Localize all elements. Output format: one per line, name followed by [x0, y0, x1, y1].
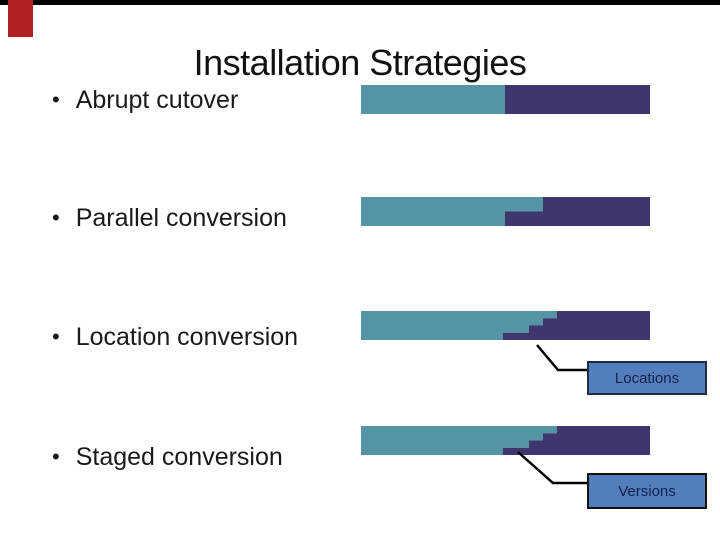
- locations-callout-line: [530, 342, 590, 374]
- bullet-label: Parallel conversion: [75, 203, 287, 232]
- locations-label-box: Locations: [587, 361, 707, 395]
- locations-label: Locations: [614, 369, 680, 387]
- bullet-item-parallel-conversion: • Parallel conversion: [52, 202, 287, 234]
- bullet-icon: •: [52, 87, 60, 112]
- red-accent-tab: [8, 0, 33, 37]
- new-system-segment: [505, 85, 650, 114]
- new-system-segment: [505, 197, 650, 226]
- bullet-label: Staged conversion: [75, 442, 283, 471]
- bullet-item-location-conversion: • Location conversion: [52, 321, 298, 353]
- versions-label: Versions: [618, 482, 676, 500]
- bullet-item-staged-conversion: • Staged conversion: [52, 441, 283, 473]
- parallel-conversion-bar-diagram: [361, 197, 650, 226]
- slide-top-border: [0, 0, 720, 5]
- new-system-segment: [503, 311, 650, 340]
- bullet-icon: •: [52, 444, 60, 469]
- location-conversion-bar-diagram: [361, 311, 650, 340]
- new-system-segment: [503, 426, 650, 455]
- staged-conversion-bar-diagram: [361, 426, 650, 455]
- bullet-icon: •: [52, 324, 60, 349]
- bullet-icon: •: [52, 205, 60, 230]
- old-system-segment: [361, 197, 543, 226]
- bullet-item-abrupt-cutover: • Abrupt cutover: [52, 84, 238, 116]
- versions-label-box: Versions: [587, 473, 707, 509]
- page-title: Installation Strategies: [193, 42, 527, 83]
- old-system-segment: [361, 85, 505, 114]
- bullet-label: Location conversion: [75, 322, 299, 351]
- bullet-label: Abrupt cutover: [75, 85, 239, 114]
- abrupt-cutover-bar-diagram: [361, 85, 650, 114]
- versions-callout-line: [512, 449, 590, 487]
